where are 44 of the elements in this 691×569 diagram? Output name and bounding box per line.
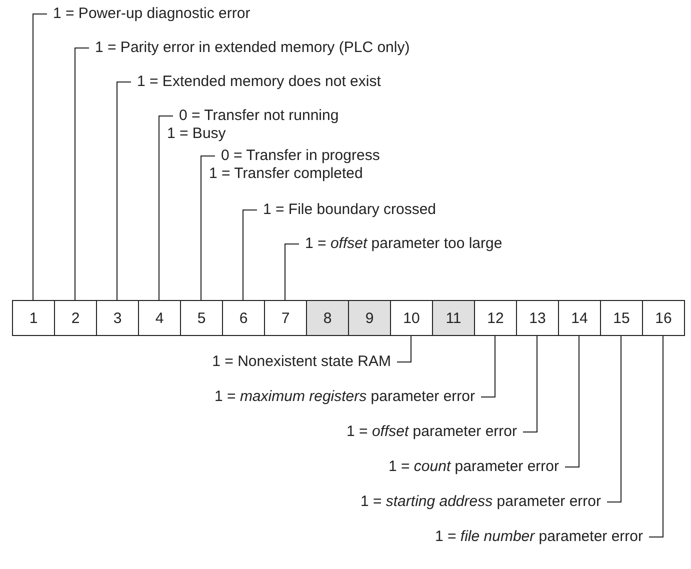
bit-cell: 1 bbox=[12, 300, 55, 336]
bit-cell: 10 bbox=[390, 300, 433, 336]
bit-description: 1 = Nonexistent state RAM bbox=[212, 353, 397, 371]
leader-line bbox=[242, 210, 258, 300]
leader-line bbox=[564, 336, 580, 468]
bit-description: 1 = file number parameter error bbox=[434, 528, 649, 546]
leader-line bbox=[32, 14, 48, 300]
bit-cell: 3 bbox=[96, 300, 139, 336]
bit-description: 0 = Transfer in progress bbox=[221, 147, 380, 165]
bit-cell: 7 bbox=[264, 300, 307, 336]
bit-cell: 8 bbox=[306, 300, 349, 336]
leader-line bbox=[284, 244, 300, 300]
leader-line bbox=[158, 116, 174, 300]
bit-cell: 5 bbox=[180, 300, 223, 336]
leader-line bbox=[200, 156, 216, 300]
bit-cell: 2 bbox=[54, 300, 97, 336]
bit-description: 1 = Busy bbox=[167, 125, 227, 143]
bit-description: 1 = count parameter error bbox=[388, 458, 565, 476]
bit-description: 1 = maximum registers parameter error bbox=[214, 388, 481, 406]
leader-line bbox=[606, 336, 622, 502]
bit-cell: 14 bbox=[558, 300, 601, 336]
bit-cell: 6 bbox=[222, 300, 265, 336]
bit-cell: 16 bbox=[642, 300, 685, 336]
bit-cell: 4 bbox=[138, 300, 181, 336]
leader-line bbox=[522, 336, 538, 432]
leader-line bbox=[480, 336, 496, 398]
bit-description: 1 = File boundary crossed bbox=[257, 201, 436, 219]
bit-description: 1 = Extended memory does not exist bbox=[131, 73, 381, 91]
bit-cell: 13 bbox=[516, 300, 559, 336]
bit-description: 0 = Transfer not running bbox=[179, 107, 339, 125]
bit-description: 1 = offset parameter error bbox=[346, 423, 523, 441]
bit-description: 1 = Power-up diagnostic error bbox=[47, 5, 250, 23]
leader-line bbox=[74, 48, 90, 300]
leader-line bbox=[648, 336, 664, 538]
bit-cell: 9 bbox=[348, 300, 391, 336]
bit-cell: 11 bbox=[432, 300, 475, 336]
bit-description: 1 = Parity error in extended memory (PLC only) bbox=[89, 39, 410, 57]
bit-description: 1 = starting address parameter error bbox=[360, 493, 607, 511]
leader-line bbox=[396, 336, 412, 362]
bit-cell: 15 bbox=[600, 300, 643, 336]
bit-description: 1 = offset parameter too large bbox=[299, 235, 502, 253]
bit-cell: 12 bbox=[474, 300, 517, 336]
bit-description: 1 = Transfer completed bbox=[209, 165, 364, 183]
leader-line bbox=[116, 82, 132, 300]
